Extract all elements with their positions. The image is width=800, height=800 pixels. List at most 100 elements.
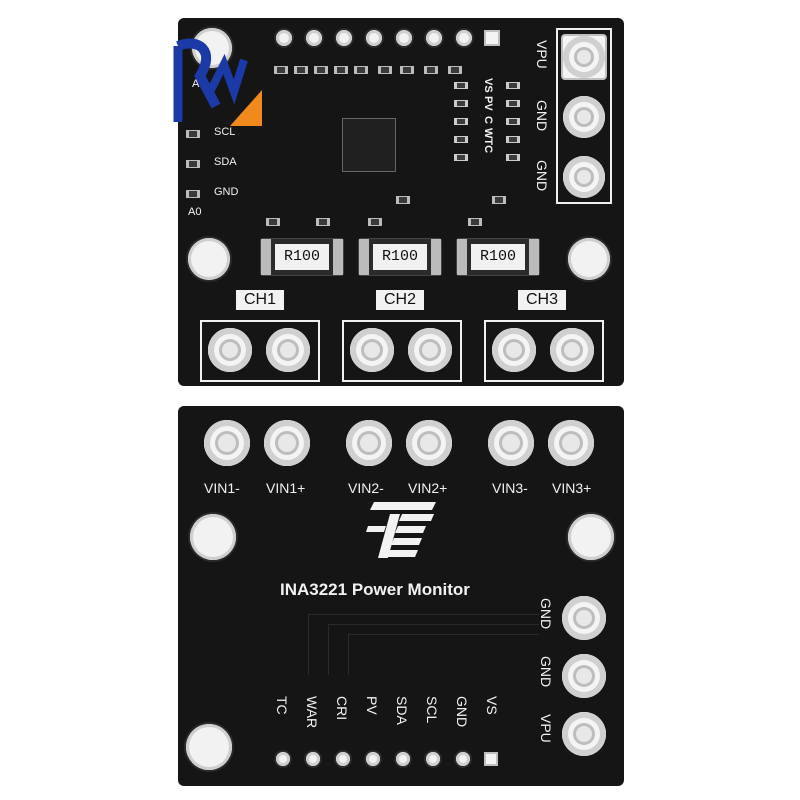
right-pin-pad[interactable] [563,36,605,78]
right-pin-label: GND [538,656,554,688]
header-pin [276,752,290,766]
bottom-pin-label: VS [484,696,500,715]
status-led [506,100,520,107]
header-pin [426,30,442,46]
smd-resistor [334,66,348,74]
mounting-hole [568,238,610,280]
smd-resistor [448,66,462,74]
left-pin-label: SDA [214,156,237,168]
mounting-hole [568,514,614,560]
vin-pad[interactable] [264,420,310,466]
smd-resistor [186,130,200,138]
bottom-pin-label: SDA [394,696,410,725]
smd-resistor [468,218,482,226]
vin-label: VIN3+ [552,480,592,496]
led-label: PV [482,96,494,111]
status-led [506,118,520,125]
smd-resistor [424,66,438,74]
smd-resistor [378,66,392,74]
header-pin [456,30,472,46]
ina3221-chip [342,118,396,172]
right-pin-pad[interactable] [563,156,605,198]
smd-resistor [266,218,280,226]
right-pin-header [556,28,612,204]
led-label: WTC [482,128,494,154]
pcb-trace [328,624,539,675]
vin-pad[interactable] [548,420,594,466]
left-pin-label: SCL [214,126,236,138]
bottom-pin-label: TC [274,696,290,715]
smd-resistor [294,66,308,74]
header-pin [306,30,322,46]
vin-label: VIN2+ [408,480,448,496]
header-pin [306,752,320,766]
led-label: C [482,116,494,124]
status-led [454,154,468,161]
smd-resistor [274,66,288,74]
channel-terminal-ch1 [200,320,320,382]
smd-resistor [354,66,368,74]
header-pin [426,752,440,766]
channel-terminal-ch3 [484,320,604,382]
mounting-hole [188,238,230,280]
smd-resistor [368,218,382,226]
vin-pad[interactable] [488,420,534,466]
mounting-hole [186,724,232,770]
smd-resistor [400,66,414,74]
vin-label: VIN3- [492,480,528,496]
terminal-pad[interactable] [492,328,536,372]
header-pin [336,30,352,46]
left-pin-label: A0 [188,206,202,218]
right-pin-label: GND [534,160,550,192]
header-pin-square [484,752,498,766]
vin-pad[interactable] [406,420,452,466]
channel-label-ch1: CH1 [236,290,285,310]
header-pin [396,30,412,46]
channel-label-ch2: CH2 [376,290,425,310]
shunt-resistor-ch3: R100 [456,238,540,276]
vin-pad[interactable] [204,420,250,466]
header-pin-square [484,30,500,46]
terminal-pad[interactable] [350,328,394,372]
mounting-hole [190,514,236,560]
terminal-pad[interactable] [408,328,452,372]
smd-resistor [314,66,328,74]
board-title: INA3221 Power Monitor [280,580,470,599]
resistor-marking: R100 [471,244,525,270]
vin-label: VIN1+ [266,480,306,496]
right-pin-pad[interactable] [562,654,606,698]
right-pin-pad[interactable] [562,712,606,756]
right-pin-pad[interactable] [562,596,606,640]
header-pin [456,752,470,766]
right-pin-pad[interactable] [563,96,605,138]
status-led [454,136,468,143]
header-pin [366,752,380,766]
pcb-bottom-side: VIN1- VIN1+ VIN2- VIN2+ VIN3- VIN3+ INA3… [178,406,624,786]
header-pin [396,752,410,766]
right-pin-label: VPU [538,714,554,743]
vin-label: VIN1- [204,480,240,496]
watermark-logo [173,38,262,126]
right-pin-label: GND [538,598,554,630]
status-led [506,82,520,89]
terminal-pad[interactable] [550,328,594,372]
right-pin-label: VPU [534,40,550,69]
bottom-pin-label: SCL [424,696,440,724]
shunt-resistor-ch2: R100 [358,238,442,276]
bottom-pin-label: PV [364,696,380,715]
bottom-pin-label: CRI [334,696,350,721]
led-label: VS [482,78,494,93]
resistor-marking: R100 [373,244,427,270]
pcb-trace [308,614,539,675]
status-led [506,154,520,161]
header-pin [336,752,350,766]
shunt-resistor-ch1: R100 [260,238,344,276]
terminal-pad[interactable] [208,328,252,372]
header-pin [276,30,292,46]
channel-label-ch3: CH3 [518,290,567,310]
vin-pad[interactable] [346,420,392,466]
status-led [454,82,468,89]
terminal-pad[interactable] [266,328,310,372]
pcb-top-side: VS PV C WTC VPU GND GND A0 SCL SDA GND A… [178,18,624,386]
resistor-marking: R100 [275,244,329,270]
